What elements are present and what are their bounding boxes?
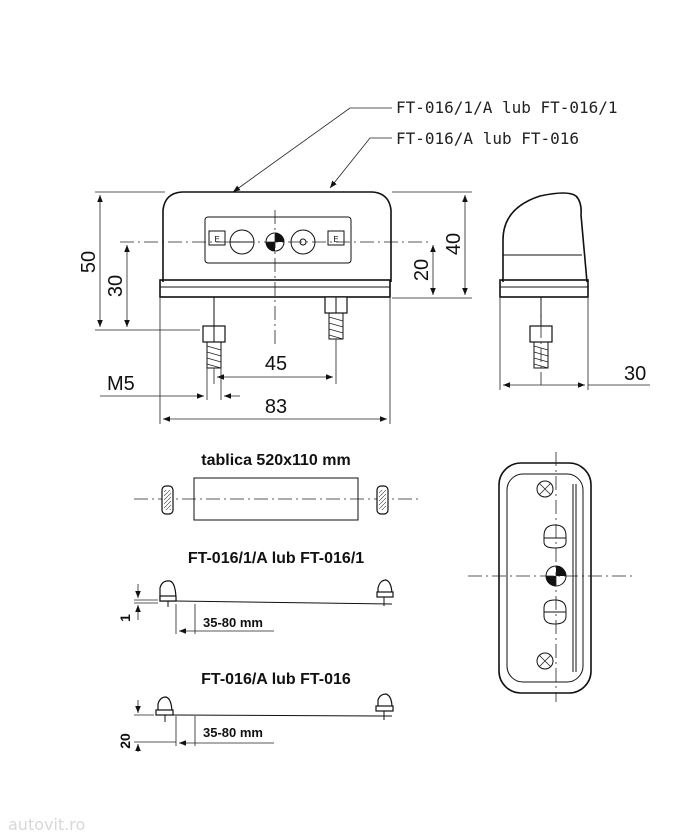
dimension-height-50: 50 <box>78 251 100 273</box>
approval-mark-left: E <box>214 235 219 244</box>
dimension-width-83: 83 <box>265 396 287 418</box>
side-view <box>499 192 650 390</box>
plate-cross-section <box>134 477 420 521</box>
watermark: autovit.ro <box>8 815 85 834</box>
dimension-height-40: 40 <box>443 233 465 255</box>
variant-2-offset: 20 <box>117 733 133 749</box>
callout-second-label: FT-016/A lub FT-016 <box>396 129 579 148</box>
variant-1-range: 35-80 mm <box>203 615 263 630</box>
variant-1-title: FT-016/1/A lub FT-016/1 <box>188 550 364 567</box>
front-view <box>120 191 432 369</box>
front-dimensions <box>95 191 472 424</box>
approval-mark-right: E <box>333 235 338 244</box>
dimension-thread-m5: M5 <box>107 373 135 395</box>
variant-2-drawing <box>134 693 394 752</box>
callout-leaders <box>232 107 392 193</box>
dimension-spacing-45: 45 <box>265 353 287 375</box>
variant-1-drawing <box>134 579 394 634</box>
plate-title: tablica 520x110 mm <box>201 452 350 469</box>
top-view <box>468 452 636 702</box>
dimension-height-30: 30 <box>105 275 127 297</box>
variant-1-offset: 1 <box>117 614 133 622</box>
variant-2-title: FT-016/A lub FT-016 <box>201 671 351 688</box>
dimension-depth-30: 30 <box>624 363 646 385</box>
dimension-height-20: 20 <box>411 259 433 281</box>
variant-2-range: 35-80 mm <box>203 725 263 740</box>
callout-top-label: FT-016/1/A lub FT-016/1 <box>396 98 618 117</box>
